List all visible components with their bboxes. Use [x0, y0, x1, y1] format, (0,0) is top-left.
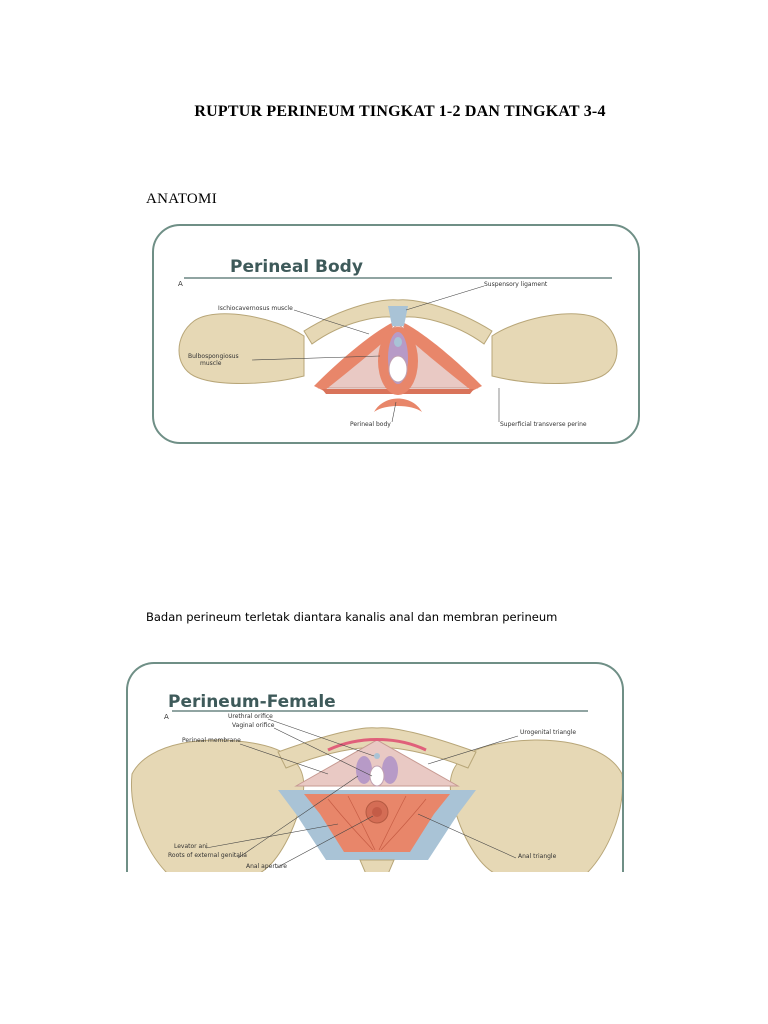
document-title: RUPTUR PERINEUM TINGKAT 1-2 DAN TINGKAT … [194, 103, 606, 120]
label-superficial-transverse: Superficial transverse perine [500, 421, 587, 428]
label-perineal-membrane: Perineal membrane [182, 737, 241, 744]
label-suspensory-ligament: Suspensory ligament [484, 281, 548, 288]
perineum-female-figure: Perineum-Female A Urethral orifice Vagin… [126, 662, 624, 872]
figure1-panel-letter: A [178, 280, 183, 288]
label-bulbospongiosus-line2: muscle [200, 359, 222, 367]
label-perineal-body: Perineal body [350, 421, 391, 428]
section-heading: ANATOMI [146, 191, 217, 207]
figure2-panel-letter: A [164, 713, 169, 721]
perineal-body-illustration [178, 277, 618, 423]
label-bulbospongiosus-line1: Bulbospongiosus [188, 353, 239, 360]
figure2-title: Perineum-Female [168, 692, 336, 712]
label-vaginal-orifice: Vaginal orifice [232, 722, 275, 729]
perineal-body-figure: Perineal Body A Suspensory ligament Isch… [152, 224, 640, 444]
label-urethral-orifice: Urethral orifice [228, 713, 273, 720]
label-levator-ani: Levator ani [174, 843, 208, 850]
label-anal-aperture: Anal aperture [246, 863, 287, 870]
label-urogenital-triangle: Urogenital triangle [520, 729, 577, 736]
label-bulbospongiosus: Bulbospongiosus muscle [188, 353, 239, 368]
perineum-female-illustration [130, 710, 622, 872]
label-roots-external-genitalia: Roots of external genitalia [168, 852, 247, 859]
caption-text: Badan perineum terletak diantara kanalis… [146, 610, 558, 624]
label-anal-triangle: Anal triangle [518, 853, 557, 860]
figure1-title: Perineal Body [230, 257, 363, 277]
label-ischiocavernosus: Ischiocavernosus muscle [218, 305, 293, 312]
